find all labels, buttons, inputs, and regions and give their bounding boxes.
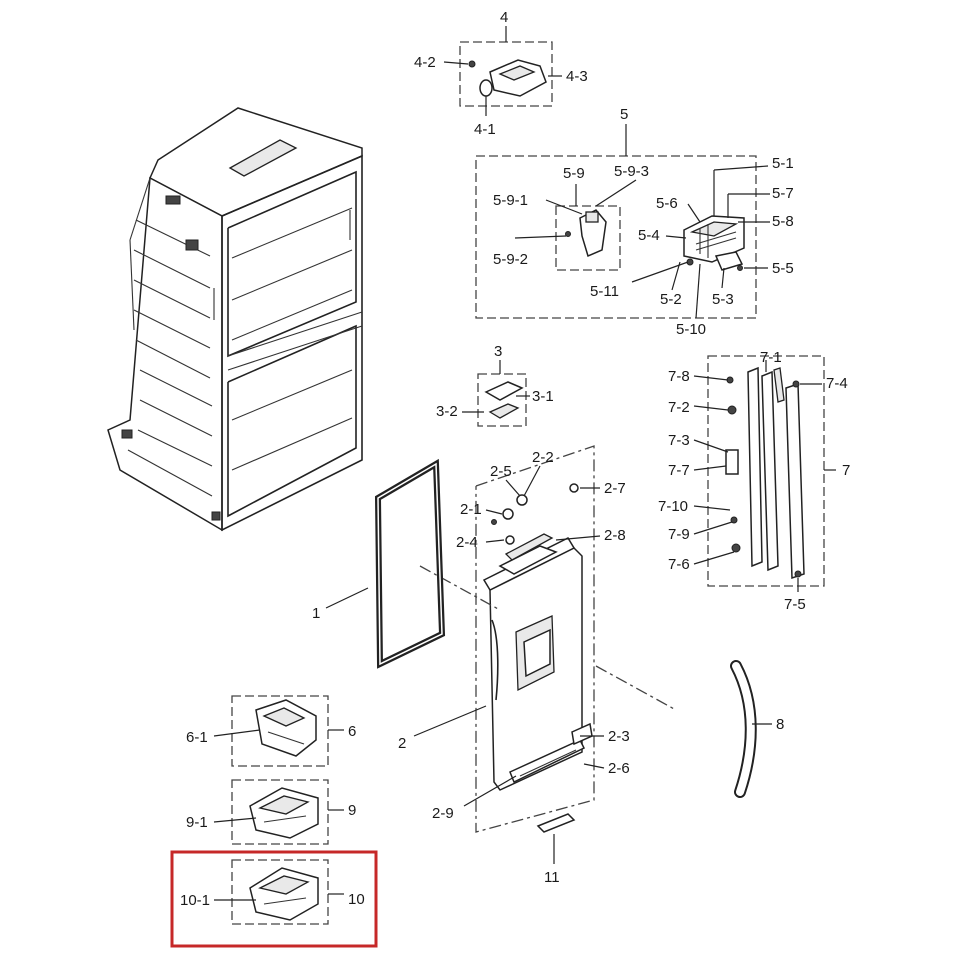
label-6-1: 6-1 (186, 729, 208, 746)
part-11: 11 (536, 813, 576, 886)
group-9: 9 9-1 (186, 779, 356, 845)
label-4: 4 (500, 9, 508, 26)
group-10-box (231, 859, 329, 925)
label-2-6: 2-6 (608, 760, 630, 777)
label-5-9: 5-9 (563, 165, 585, 182)
label-2-1: 2-1 (460, 501, 482, 518)
part-4-assembly (468, 59, 547, 97)
label-7-4: 7-4 (826, 375, 848, 392)
label-5-3: 5-3 (712, 291, 734, 308)
label-9: 9 (348, 802, 356, 819)
label-2-7: 2-7 (604, 480, 626, 497)
label-5-9-2: 5-9-2 (493, 251, 528, 268)
part-1-gasket: 1 (312, 458, 446, 669)
label-4-1: 4-1 (474, 121, 496, 138)
label-7-1: 7-1 (760, 349, 782, 366)
label-5-5: 5-5 (772, 260, 794, 277)
label-5-8: 5-8 (772, 213, 794, 230)
label-7-8: 7-8 (668, 368, 690, 385)
label-5-7: 5-7 (772, 185, 794, 202)
label-7: 7 (842, 462, 850, 479)
label-2: 2 (398, 735, 406, 752)
label-3-2: 3-2 (436, 403, 458, 420)
label-5-1: 5-1 (772, 155, 794, 172)
part-5-9-bracket (565, 209, 607, 258)
label-2-8: 2-8 (604, 527, 626, 544)
group-9-box (231, 779, 329, 845)
highlight-box (170, 850, 378, 948)
label-7-2: 7-2 (668, 399, 690, 416)
part-9-1-shelf (249, 787, 319, 839)
label-6: 6 (348, 723, 356, 740)
part-8-strip: 8 (730, 660, 784, 798)
label-5-9-3: 5-9-3 (614, 163, 649, 180)
group-7-box (707, 355, 825, 587)
part-7-strips (725, 366, 805, 580)
label-7-10: 7-10 (658, 498, 688, 515)
label-2-4: 2-4 (456, 534, 478, 551)
label-7-6: 7-6 (668, 556, 690, 573)
label-7-3: 7-3 (668, 432, 690, 449)
part-5-assembly (683, 215, 745, 271)
part-6-1-shelf (255, 699, 317, 757)
label-5-9-1: 5-9-1 (493, 192, 528, 209)
part-2-5 (516, 494, 528, 506)
group-7: 7-1 7-8 7-4 7-2 7-3 7 7-7 7-10 7-9 7-6 7… (658, 349, 850, 613)
label-10-1: 10-1 (180, 892, 210, 909)
group-3: 3 3-1 3-2 (436, 343, 554, 427)
label-2-3: 2-3 (608, 728, 630, 745)
label-11: 11 (544, 869, 560, 886)
label-2-2: 2-2 (532, 449, 554, 466)
label-5-6: 5-6 (656, 195, 678, 212)
group-3-box (477, 373, 527, 427)
group-4: 4 4-2 4-3 4-1 (414, 9, 588, 138)
label-4-3: 4-3 (566, 68, 588, 85)
label-10: 10 (348, 891, 365, 908)
label-7-9: 7-9 (668, 526, 690, 543)
door-assembly: 2-2 2-5 2-7 2-1 2-8 2-4 2 2-3 2-6 2-9 (398, 445, 677, 833)
group-10: 10 10-1 (170, 850, 378, 948)
label-5-11: 5-11 (590, 283, 619, 300)
group-5-9-box (555, 205, 621, 271)
part-10-1-shelf (249, 867, 319, 921)
label-8: 8 (776, 716, 784, 733)
label-4-2: 4-2 (414, 54, 436, 71)
part-3-1 (484, 381, 524, 401)
label-3: 3 (494, 343, 502, 360)
label-1: 1 (312, 605, 320, 622)
fridge-cabinet-drawing (107, 107, 363, 532)
label-2-9: 2-9 (432, 805, 454, 822)
label-5-2: 5-2 (660, 291, 682, 308)
part-3-2 (488, 403, 520, 419)
label-9-1: 9-1 (186, 814, 208, 831)
part-2-4 (505, 535, 515, 545)
label-5-4: 5-4 (638, 227, 660, 244)
part-2-7 (569, 483, 579, 493)
label-5-10: 5-10 (676, 321, 706, 338)
group-5: 5 5-9-3 5-1 5-9 5-9-1 5-6 5-7 (475, 106, 794, 338)
group-6-box (231, 695, 329, 767)
label-3-1: 3-1 (532, 388, 554, 405)
label-2-5: 2-5 (490, 463, 512, 480)
label-5: 5 (620, 106, 628, 123)
label-7-7: 7-7 (668, 462, 690, 479)
label-7-5: 7-5 (784, 596, 806, 613)
part-2-1 (502, 508, 514, 520)
group-6: 6 6-1 (186, 695, 356, 767)
